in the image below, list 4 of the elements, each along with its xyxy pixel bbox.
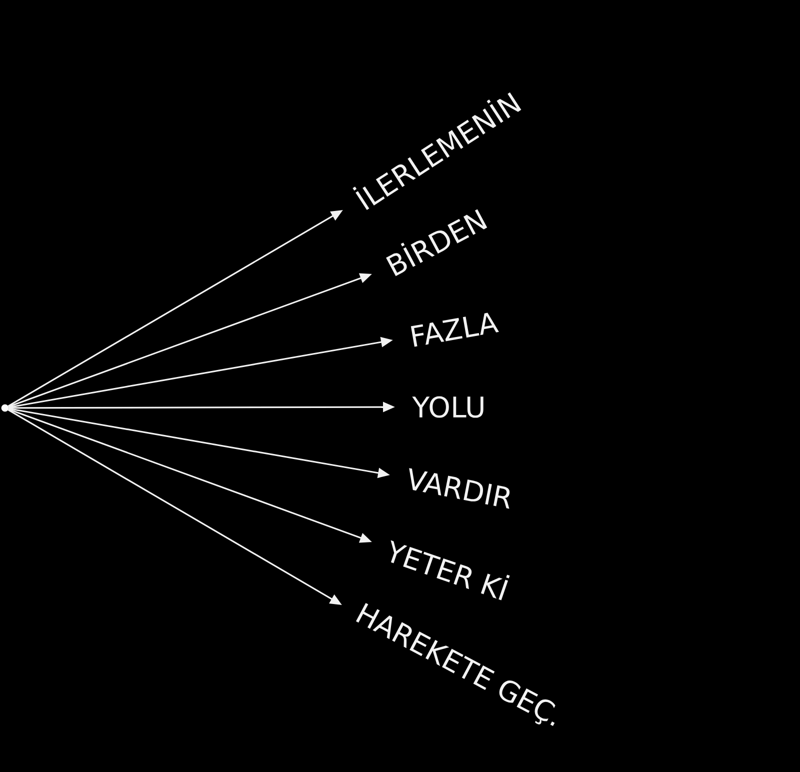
word-label: VARDIR xyxy=(409,468,510,509)
start-dot xyxy=(1,404,9,412)
word-label: YOLU xyxy=(412,396,484,418)
word-label: FAZLA xyxy=(410,312,499,347)
